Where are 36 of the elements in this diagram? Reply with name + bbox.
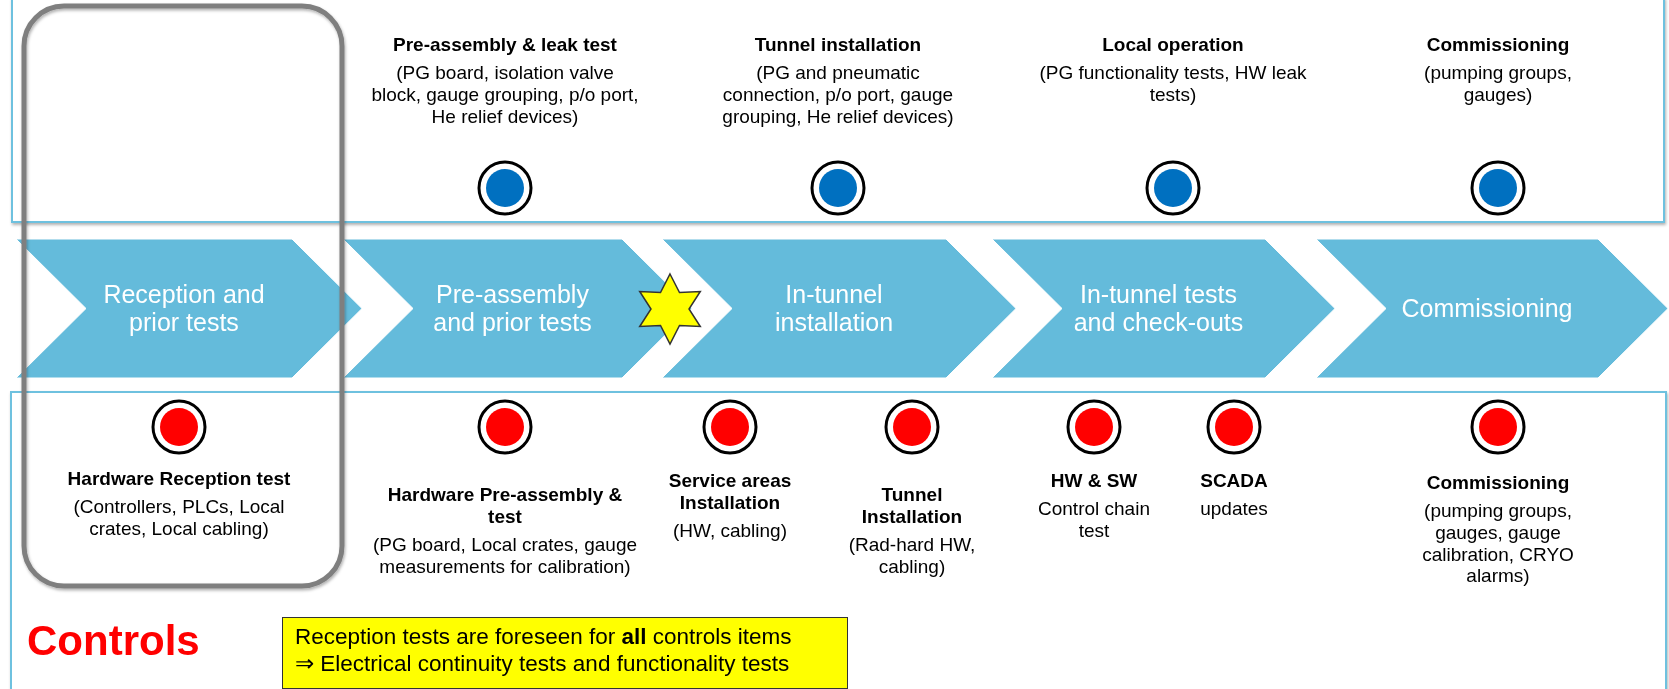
stage-label: Pre-assembly and prior tests xyxy=(432,281,593,336)
stage-label: Reception and prior tests xyxy=(102,281,266,336)
process-stage xyxy=(1316,239,1668,378)
milestone-title: Hardware Pre-assembly & test xyxy=(386,484,624,528)
milestone-title: HW & SW xyxy=(1049,470,1139,492)
process-stage xyxy=(662,239,1016,378)
milestone-description: (pumping groups, gauges) xyxy=(1423,61,1573,106)
milestone-title: SCADA xyxy=(1199,470,1269,492)
stage-label: In-tunnel tests and check-outs xyxy=(1072,281,1245,336)
note-box xyxy=(282,617,848,689)
note-text: ⇒ Electrical continuity tests and functionality tests xyxy=(295,650,791,678)
milestone-description: (PG functionality tests, HW leak tests) xyxy=(1038,61,1308,106)
milestone-title: Commissioning xyxy=(1425,472,1571,494)
process-stage xyxy=(16,239,362,378)
milestone-title: Pre-assembly & leak test xyxy=(392,34,618,56)
milestone-title: Tunnel Installation xyxy=(860,484,964,528)
process-stage xyxy=(343,239,692,378)
stage-label: In-tunnel installation xyxy=(773,281,895,336)
milestone-description: Control chain test xyxy=(1037,497,1151,542)
process-stage xyxy=(992,239,1335,378)
milestone-description: (Rad-hard HW, cabling) xyxy=(847,533,977,578)
milestone-title: Tunnel installation xyxy=(753,34,923,56)
stage-label: Commissioning xyxy=(1400,294,1574,323)
milestone-description: (PG and pneumatic connection, p/o port, gauge grouping, He relief devices) xyxy=(721,61,955,128)
milestone-title: Hardware Reception test xyxy=(66,468,292,490)
note-text: Reception tests are foreseen for all controls items xyxy=(295,624,793,651)
milestone-description: (pumping groups, gauges, gauge calibration, CRYO alarms) xyxy=(1421,499,1575,588)
milestone-description: (PG board, Local crates, gauge measurements for calibration) xyxy=(372,533,638,578)
milestone-description: (HW, cabling) xyxy=(672,519,788,542)
milestone-description: (PG board, isolation valve block, gauge grouping, p/o port, He relief devices) xyxy=(370,61,640,128)
milestone-title: Local operation xyxy=(1101,34,1245,56)
milestone-title: Commissioning xyxy=(1425,34,1571,56)
milestone-description: (Controllers, PLCs, Local crates, Local cabling) xyxy=(72,495,286,540)
milestone-title: Service areas Installation xyxy=(667,470,793,514)
section-title: Controls xyxy=(27,617,200,665)
milestone-description: updates xyxy=(1199,497,1269,520)
